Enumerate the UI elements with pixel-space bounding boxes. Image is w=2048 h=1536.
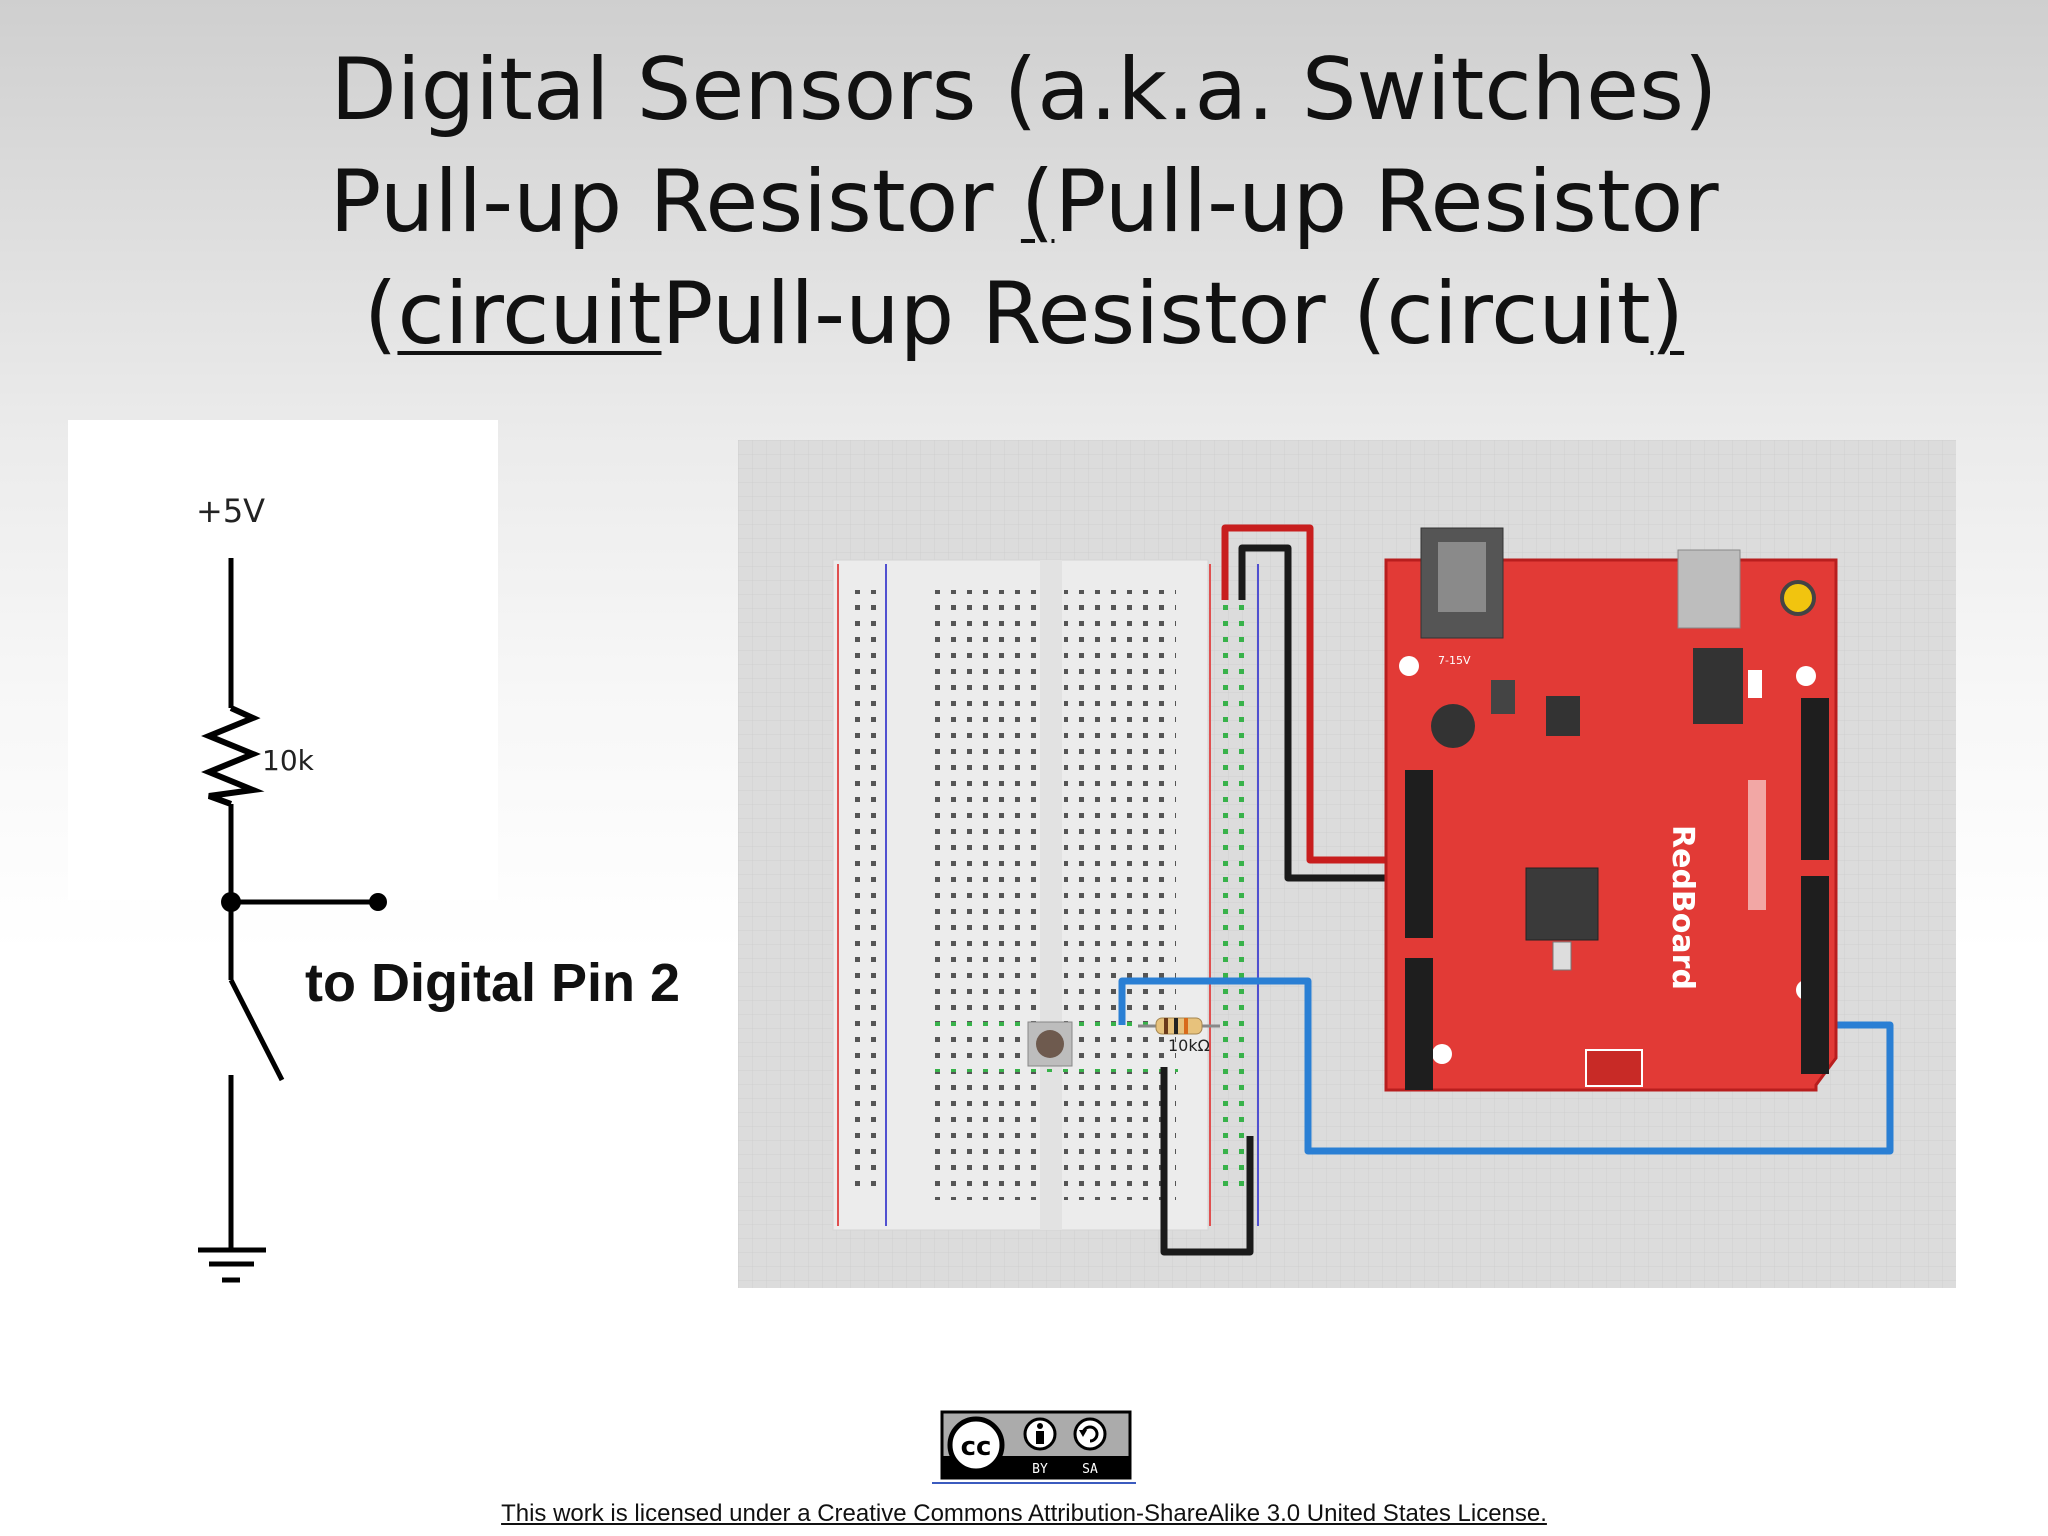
attribution-icon — [1023, 1417, 1057, 1451]
board-name-label: RedBoard — [1665, 825, 1700, 990]
digital-pin-label: to Digital Pin 2 — [305, 953, 681, 1013]
license-link[interactable]: This work is licensed under a Creative C… — [501, 1500, 1547, 1527]
reset-button — [1780, 580, 1816, 616]
pull-up-schematic: +5V 10k — [196, 492, 387, 1283]
redboard: 7-15V RedBoard — [1384, 527, 1838, 1092]
title-link-close-paren[interactable]: ) — [1650, 264, 1685, 364]
cc-badge-underline — [932, 1482, 1136, 1484]
output-terminal-dot — [369, 893, 387, 911]
breadboard-illustration: 10kΩ 7-15V RedBoard — [738, 440, 1956, 1288]
slide-title: Digital Sensors (a.k.a. Switches) Pull-u… — [0, 34, 2048, 370]
schematic-resistor — [201, 705, 265, 807]
title-line-1: Digital Sensors (a.k.a. Switches) — [330, 40, 1718, 140]
schematic-panel — [68, 420, 498, 900]
cc-by-sa-badge[interactable]: cc BY SA — [940, 1410, 1132, 1484]
blue-wire — [1118, 977, 1894, 1155]
title-line-2: Pull-up Resistor (Pull-up Resistor — [329, 152, 1719, 252]
breadboard-resistor-label: 10kΩ — [1168, 1036, 1210, 1055]
title-line-3: (circuitPull-up Resistor (circuit) — [363, 264, 1685, 364]
title-link-paren[interactable]: ( — [1020, 152, 1055, 252]
cc-sa-label: SA — [1082, 1462, 1098, 1477]
supply-label: +5V — [196, 492, 265, 530]
share-alike-icon — [1073, 1417, 1107, 1451]
cc-by-label: BY — [1032, 1462, 1048, 1477]
pushbutton — [1027, 1021, 1073, 1067]
title-link-circuit[interactable]: circuit — [397, 264, 662, 364]
breadboard-resistor: 10kΩ — [1138, 1017, 1220, 1055]
cc-logo-text: cc — [961, 1432, 992, 1462]
usb-connector — [1677, 549, 1741, 629]
wires — [1118, 524, 1894, 1256]
black-wire — [1238, 544, 1406, 882]
microcontroller-chip — [1525, 867, 1599, 941]
switch-lever — [228, 978, 285, 1082]
red-wire — [1221, 524, 1406, 864]
board-voltage-label: 7-15V — [1438, 654, 1471, 667]
black-ground-wire — [1160, 1067, 1254, 1256]
breadboard — [832, 559, 1259, 1231]
ground-symbol-icon — [198, 1247, 266, 1283]
resistor-value-label: 10k — [262, 744, 315, 777]
